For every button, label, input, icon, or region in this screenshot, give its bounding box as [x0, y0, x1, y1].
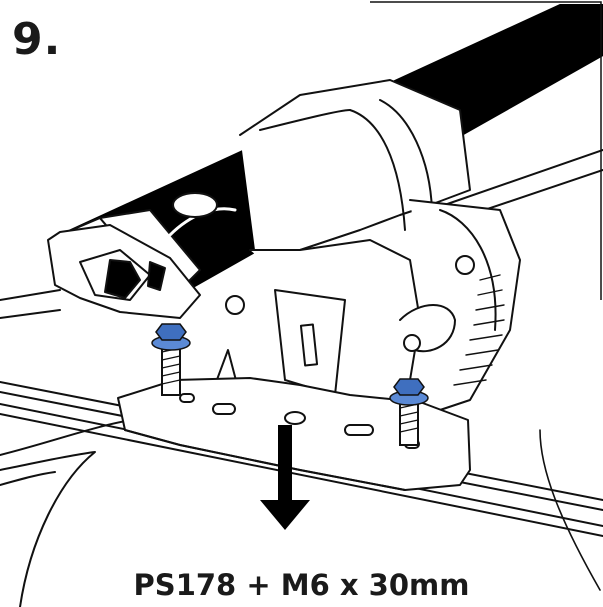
frame-corner — [370, 1, 602, 300]
parts-caption: PS178 + M6 x 30mm — [133, 568, 470, 602]
bolt-right — [389, 378, 429, 446]
step-number: 9. — [12, 14, 62, 65]
clamp-jaw-ribs — [453, 274, 505, 386]
bar-end-cap — [47, 224, 201, 319]
clamp-housing — [214, 79, 521, 411]
base-plate — [117, 377, 471, 491]
bolt-left — [151, 323, 191, 396]
part-marking: PS5 — [137, 292, 164, 309]
down-arrow-icon — [260, 425, 310, 530]
